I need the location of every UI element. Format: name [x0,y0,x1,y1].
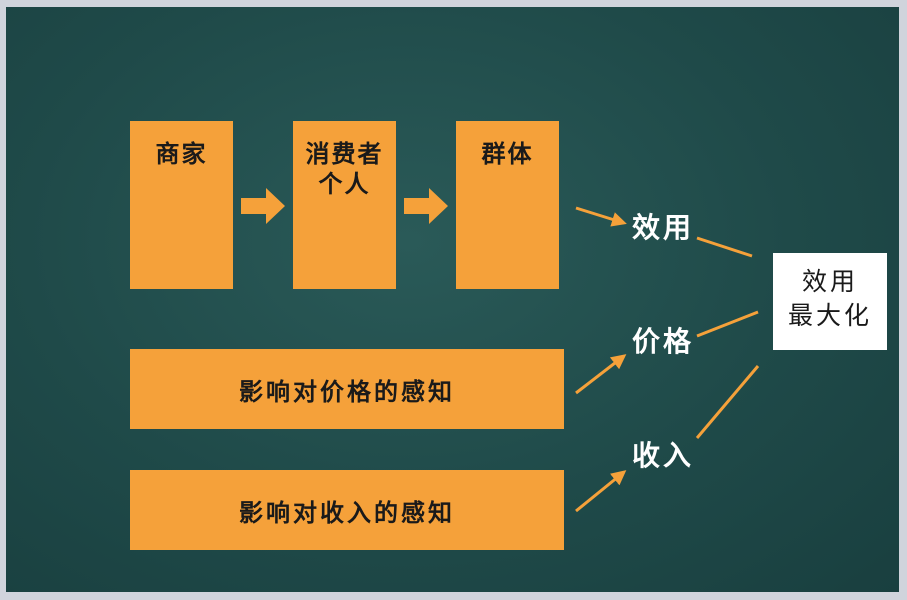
result-line1: 效用 [801,267,858,296]
consumer-label-line1: 消费者 [305,140,384,168]
arrow-merchant-to-consumer [241,188,285,224]
arrow-group-to-utility [575,206,627,227]
arrow-price-box-to-price [575,354,627,395]
arrow-consumer-to-group [404,188,448,224]
line-price-to-result [696,310,759,338]
group-label: 群体 [481,140,534,168]
consumer-box: 消费者 个人 [293,121,396,289]
line-utility-to-result [696,236,753,258]
price-perception-box: 影响对价格的感知 [130,349,564,429]
consumer-label-line2: 个人 [318,170,371,198]
utility-maximization-box: 效用 最大化 [773,253,887,350]
utility-label: 效用 [632,211,695,244]
income-perception-label: 影响对收入的感知 [239,498,455,527]
income-perception-box: 影响对收入的感知 [130,470,564,550]
price-label: 价格 [632,325,695,358]
merchant-box: 商家 [130,121,233,289]
group-box: 群体 [456,121,559,289]
line-income-to-result [695,365,760,439]
price-perception-label: 影响对价格的感知 [239,377,455,406]
income-label: 收入 [632,439,695,472]
arrow-income-box-to-income [575,470,627,513]
result-line2: 最大化 [787,301,872,330]
merchant-label: 商家 [155,140,208,168]
